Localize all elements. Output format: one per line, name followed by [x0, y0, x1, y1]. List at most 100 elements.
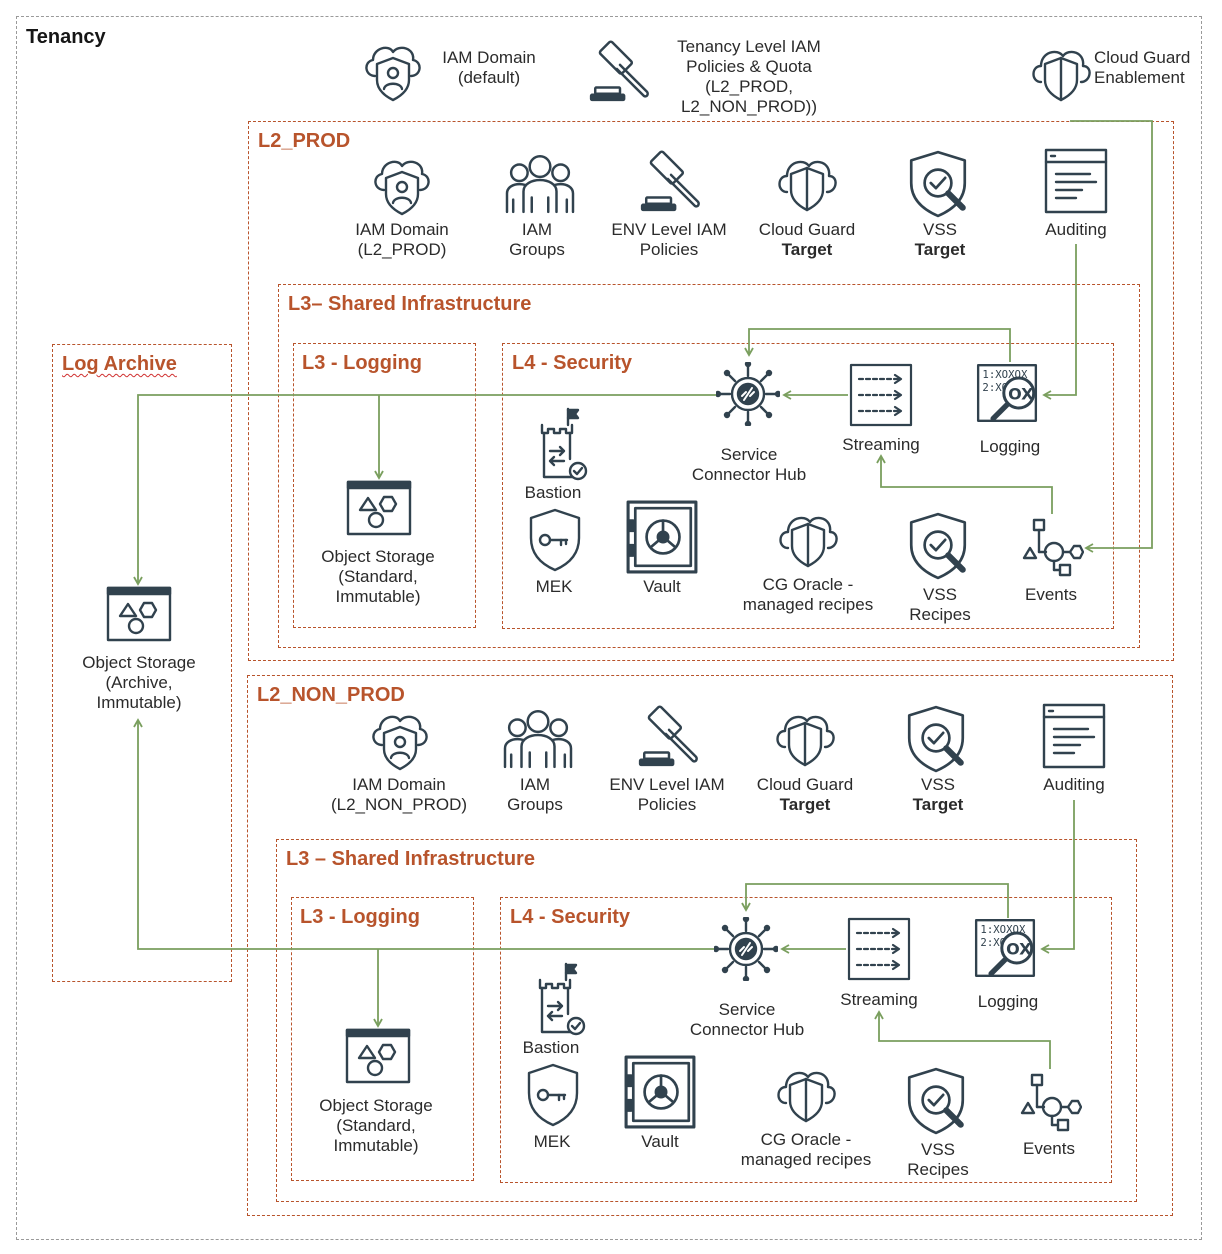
nonprod-objstore-label: Object Storage(Standard,Immutable): [319, 1096, 433, 1155]
prod-streaming-label: Streaming: [842, 435, 920, 454]
object-storage-icon: [345, 1028, 411, 1084]
prod-cg-recipes-label: CG Oracle -managed recipes: [742, 575, 874, 614]
iam-domain-icon: [374, 160, 430, 216]
bastion-icon: [538, 962, 586, 1036]
iam-domain-icon: [372, 715, 428, 771]
events-icon: [1020, 1073, 1082, 1132]
nonprod-cg-recipes-label: CG Oracle -managed recipes: [740, 1130, 872, 1169]
link-nonprod-events-to-stream: [874, 1010, 1051, 1069]
link-cloudguard-to-events: [1070, 120, 1153, 553]
streaming-icon: [849, 363, 913, 427]
prod-iam-domain-label: IAM Domain(L2_PROD): [355, 220, 449, 259]
link-sch-to-archive: [133, 394, 716, 586]
l2-non-prod-compartment: [247, 675, 1173, 1216]
prod-bastion-label: Bastion: [524, 483, 582, 502]
l2-prod-logging-compartment: [293, 343, 476, 628]
link-logging-to-sch: [744, 328, 1011, 362]
link-nonprod-audit-to-logging: [1040, 800, 1075, 954]
vault-icon: [626, 500, 698, 574]
auditing-icon: [1042, 703, 1106, 769]
iam-domain-icon: [365, 46, 421, 102]
prod-objstore-label: Object Storage(Standard,Immutable): [321, 547, 435, 606]
nonprod-iam-domain-label: IAM Domain(L2_NON_PROD): [330, 775, 468, 814]
service-connector-icon: [714, 917, 778, 981]
shield-cloud-icon: [1032, 50, 1091, 102]
events-icon: [1022, 518, 1084, 577]
l2-prod-title: L2_PROD: [258, 130, 351, 152]
nonprod-bastion-label: Bastion: [522, 1038, 580, 1057]
link-events-to-stream: [876, 454, 1053, 514]
vss-icon: [904, 703, 968, 773]
log-archive-compartment: [52, 344, 232, 982]
vss-icon: [904, 1065, 968, 1135]
l2-non-prod-shared-infra: [276, 839, 1137, 1202]
auditing-icon: [1044, 148, 1108, 214]
archive-objstore-label: Object Storage(Archive,Immutable): [82, 653, 196, 712]
nonprod-mek-label: MEK: [533, 1132, 571, 1151]
log-archive-title: Log Archive: [62, 353, 177, 375]
tenancy-title: Tenancy: [26, 26, 106, 48]
gavel-icon: [640, 149, 700, 212]
mek-icon: [529, 508, 581, 572]
vss-icon: [906, 148, 970, 218]
nonprod-auditing-label: Auditing: [1043, 775, 1105, 794]
gavel-icon: [638, 704, 698, 767]
link-nonprod-logging-to-sch: [741, 883, 1009, 918]
tenancy-iam-domain-label: IAM Domain(default): [442, 48, 536, 87]
l2-non-prod-security-title: L4 - Security: [510, 906, 631, 928]
logging-icon: [974, 918, 1036, 978]
streaming-icon: [847, 917, 911, 981]
l2-non-prod-shared-infra-title: L3 – Shared Infrastructure: [286, 848, 535, 870]
nonprod-logging-label: Logging: [977, 992, 1039, 1011]
shield-cloud-icon: [778, 160, 837, 212]
object-storage-icon: [106, 586, 172, 642]
l2-prod-logging-title: L3 - Logging: [302, 352, 422, 374]
shield-cloud-icon: [779, 516, 838, 568]
vault-icon: [624, 1055, 696, 1129]
link-audit-to-logging: [1042, 244, 1077, 400]
l2-non-prod-logging-compartment: [291, 897, 474, 1181]
link-nonprod-sch-to-archive: [133, 718, 714, 950]
l2-prod-security-title: L4 - Security: [512, 352, 633, 374]
prod-logging-label: Logging: [979, 437, 1041, 456]
object-storage-icon: [346, 480, 412, 536]
gavel-icon: [589, 39, 649, 102]
shield-cloud-icon: [777, 1071, 836, 1123]
l2-prod-security-compartment: [502, 343, 1114, 629]
prod-mek-label: MEK: [535, 577, 573, 596]
nonprod-events-label: Events: [1023, 1139, 1075, 1158]
prod-vault-label: Vault: [643, 577, 681, 596]
users-group-icon: [505, 155, 575, 214]
bastion-icon: [540, 407, 588, 481]
service-connector-icon: [716, 362, 780, 426]
l2-non-prod-security-compartment: [500, 897, 1112, 1183]
l2-non-prod-title: L2_NON_PROD: [257, 684, 405, 706]
l2-prod-compartment: [248, 121, 1174, 661]
users-group-icon: [503, 710, 573, 769]
prod-events-label: Events: [1025, 585, 1077, 604]
logging-icon: [976, 363, 1038, 423]
l2-prod-shared-infra: [278, 284, 1140, 648]
vss-icon: [906, 510, 970, 580]
prod-auditing-label: Auditing: [1045, 220, 1107, 239]
nonprod-streaming-label: Streaming: [840, 990, 918, 1009]
l2-prod-shared-infra-title: L3– Shared Infrastructure: [288, 293, 532, 315]
l2-non-prod-logging-title: L3 - Logging: [300, 906, 420, 928]
nonprod-vault-label: Vault: [641, 1132, 679, 1151]
tenancy-container: [16, 16, 1202, 1240]
mek-icon: [527, 1063, 579, 1127]
